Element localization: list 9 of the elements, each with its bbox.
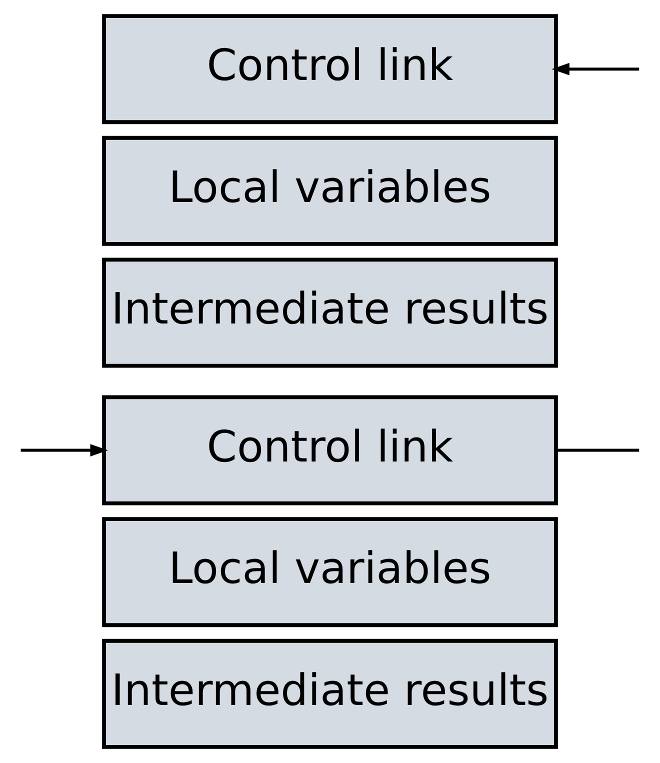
node-box: Local variables [102,517,558,628]
connector [556,448,640,452]
arrow [552,62,640,76]
node-box: Control link [102,14,558,124]
node-box: Intermediate results [102,638,558,749]
node-box: Intermediate results [102,258,558,368]
arrow [20,444,108,456]
node-box: Control link [102,395,558,506]
node-box: Local variables [102,136,558,246]
